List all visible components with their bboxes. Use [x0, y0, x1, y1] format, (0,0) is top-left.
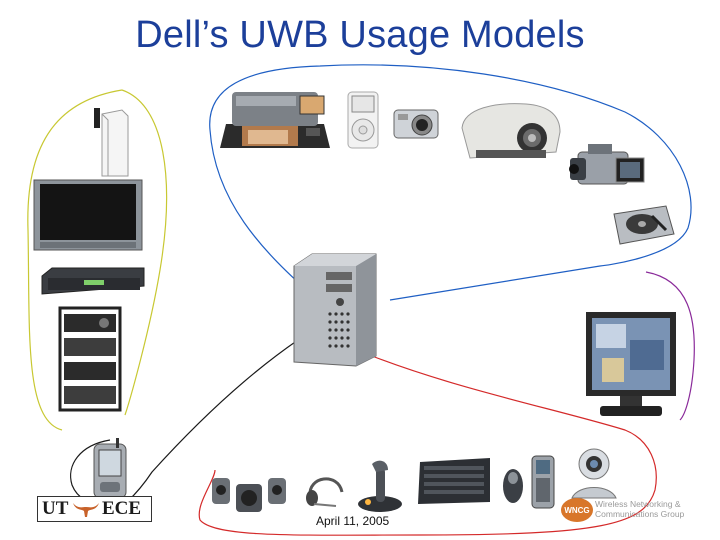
logo-ece-text: ECE	[102, 498, 141, 520]
speakers-icon	[206, 470, 296, 514]
flat-tv-icon	[32, 178, 144, 254]
keyboard-icon	[414, 456, 494, 506]
photo-printer-icon	[212, 84, 336, 158]
ut-ece-logo: UT ECE	[37, 496, 152, 522]
digital-camera-icon	[392, 104, 440, 140]
wncg-badge-text: WNCG	[564, 506, 589, 515]
slide-date: April 11, 2005	[316, 514, 389, 528]
lcd-monitor-icon	[582, 310, 680, 420]
joystick-icon	[354, 458, 406, 514]
pda-icon	[90, 438, 130, 500]
logo-ut-text: UT	[42, 498, 68, 520]
set-top-box-icon	[40, 266, 146, 296]
projector-icon	[456, 98, 564, 164]
phone-icon	[530, 454, 556, 510]
mouse-icon	[500, 466, 526, 506]
headset-icon	[302, 466, 348, 512]
camcorder-icon	[566, 142, 648, 198]
longhorn-icon	[72, 499, 100, 519]
webcam-icon	[564, 446, 622, 502]
pc-tower-icon	[290, 252, 382, 368]
wncg-badge-icon: WNCG	[560, 496, 594, 524]
wncg-caption: Wireless Networking & Communications Gro…	[595, 499, 713, 519]
wncg-line-1: Wireless Networking &	[595, 499, 713, 509]
wireless-router-icon	[92, 106, 134, 180]
wncg-line-2: Communications Group	[595, 509, 713, 519]
av-rack-icon	[58, 306, 122, 412]
mp3-player-icon	[346, 90, 380, 150]
hard-drive-icon	[608, 200, 678, 250]
